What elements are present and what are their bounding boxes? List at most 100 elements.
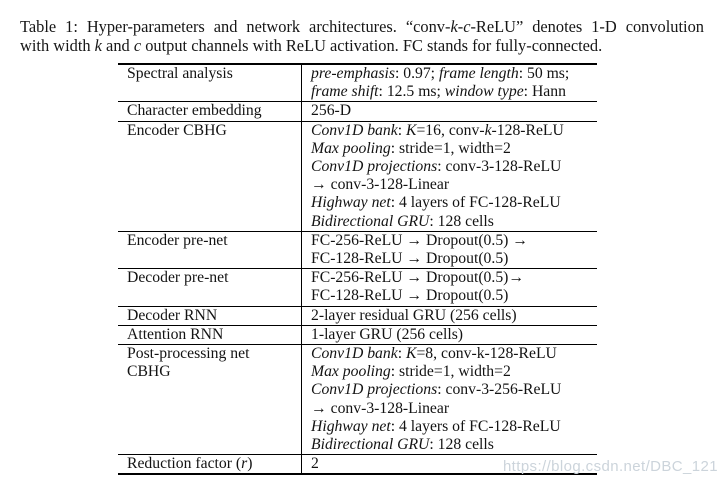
italic-text: c <box>133 36 142 55</box>
value-line: FC-128-ReLU → Dropout(0.5) <box>311 250 593 268</box>
text-segment: : <box>397 345 406 363</box>
italic-text: Highway net <box>311 194 391 212</box>
text-segment: : 50 ms; <box>518 65 570 82</box>
param-line: Attention RNN <box>127 326 297 344</box>
text-segment: FC-256-ReLU → Dropout(0.5) → <box>311 231 528 249</box>
text-segment: =16, conv- <box>416 121 485 139</box>
param-cell: Reduction factor (r) <box>118 454 302 475</box>
param-line: Decoder pre-net <box>127 269 297 287</box>
text-segment: -128-ReLU <box>491 121 564 139</box>
text-segment: : conv-3-256-ReLU <box>437 381 562 399</box>
italic-text: K <box>405 121 417 139</box>
param-cell: Spectral analysis <box>118 63 302 102</box>
text-segment: Table 1: Hyper-parameters and network ar… <box>20 17 451 36</box>
value-line: Bidirectional GRU: 128 cells <box>311 436 593 454</box>
text-segment: : 4 layers of FC-128-ReLU <box>390 194 561 212</box>
italic-text: Conv1D projections <box>311 158 438 176</box>
text-segment: with width <box>20 36 95 55</box>
text-segment: : 12.5 ms; <box>378 83 445 101</box>
text-segment: : conv-3-128-ReLU <box>437 158 562 176</box>
text-segment: FC-128-ReLU → Dropout(0.5) <box>311 250 509 268</box>
value-line: Max pooling: stride=1, width=2 <box>311 140 593 158</box>
value-cell: 1-layer GRU (256 cells) <box>301 324 597 345</box>
value-line: FC-128-ReLU → Dropout(0.5) <box>311 287 593 305</box>
table-row: Decoder RNN 2-layer residual GRU (256 cel… <box>118 305 597 326</box>
value-line: → conv-3-128-Linear <box>311 400 593 418</box>
text-segment: FC-128-ReLU → Dropout(0.5) <box>311 287 509 305</box>
value-line: Conv1D bank: K=16, conv-k-128-ReLU <box>311 122 593 140</box>
text-segment: Post-processing net <box>127 345 250 363</box>
text-segment: - <box>457 17 464 36</box>
italic-text: Conv1D bank <box>311 345 398 363</box>
value-cell: 2-layer residual GRU (256 cells) <box>301 305 597 326</box>
hyperparams-table: Spectral analysis pre-emphasis: 0.97; fra… <box>118 63 597 476</box>
text-segment: CBHG <box>127 363 171 381</box>
text-segment: : Hann <box>523 83 566 101</box>
text-segment: : <box>397 121 406 139</box>
param-cell: Encoder pre-net <box>118 230 302 269</box>
italic-text: frame shift <box>311 83 379 101</box>
text-segment: → conv-3-128-Linear <box>311 176 450 194</box>
param-cell: Attention RNN <box>118 324 302 345</box>
value-cell: FC-256-ReLU → Dropout(0.5) →FC-128-ReLU … <box>301 230 597 269</box>
italic-text: pre-emphasis <box>311 65 395 82</box>
table-caption: Table 1: Hyper-parameters and network ar… <box>20 17 704 55</box>
italic-text: Conv1D bank <box>311 121 398 139</box>
italic-text: window type <box>444 83 524 101</box>
italic-text: k <box>484 121 492 139</box>
value-line: frame shift: 12.5 ms; window type: Hann <box>311 83 593 101</box>
text-segment: : stride=1, width=2 <box>390 139 511 157</box>
table-caption-line-2: with width k and c output channels with … <box>20 36 704 55</box>
text-segment: → conv-3-128-Linear <box>311 399 450 417</box>
table-row: Encoder CBHG Conv1D bank: K=16, conv-k-12… <box>118 120 597 232</box>
text-segment: FC-256-ReLU → Dropout(0.5)→ <box>311 269 525 287</box>
value-line: 2-layer residual GRU (256 cells) <box>311 307 593 325</box>
value-line: 256-D <box>311 102 593 120</box>
text-segment: 256-D <box>311 102 352 120</box>
text-segment: Spectral analysis <box>127 65 233 82</box>
param-line: Encoder pre-net <box>127 232 297 250</box>
watermark-text: https://blog.csdn.net/DBC_121 <box>502 458 718 475</box>
italic-text: Conv1D projections <box>311 381 438 399</box>
table-row: Encoder pre-net FC-256-ReLU → Dropout(0.5… <box>118 230 597 269</box>
text-segment: : 128 cells <box>429 212 494 230</box>
text-segment: 1-layer GRU (256 cells) <box>311 325 464 343</box>
text-segment: 2 <box>311 455 319 473</box>
value-line: Conv1D projections: conv-3-256-ReLU <box>311 381 593 399</box>
text-segment: Encoder CBHG <box>127 121 227 139</box>
param-line: Character embedding <box>127 102 297 120</box>
text-segment: =8, conv-k-128-ReLU <box>416 345 557 363</box>
value-line: Highway net: 4 layers of FC-128-ReLU <box>311 194 593 212</box>
text-segment: : stride=1, width=2 <box>390 363 511 381</box>
value-cell: pre-emphasis: 0.97; frame length: 50 ms;… <box>301 63 597 102</box>
text-segment: Reduction factor ( <box>127 455 242 473</box>
italic-text: c <box>463 17 471 36</box>
table-row: Character embedding 256-D <box>118 101 597 122</box>
italic-text: k <box>94 36 102 55</box>
value-cell: FC-256-ReLU → Dropout(0.5)→FC-128-ReLU →… <box>301 268 597 307</box>
text-segment: Attention RNN <box>127 325 224 343</box>
text-segment: -ReLU” denotes 1-D convolution <box>470 17 704 36</box>
text-segment: Decoder RNN <box>127 306 218 324</box>
value-line: Conv1D projections: conv-3-128-ReLU <box>311 158 593 176</box>
param-line: Spectral analysis <box>127 65 297 83</box>
hyperparams-table-body: Spectral analysis pre-emphasis: 0.97; fra… <box>118 63 597 475</box>
value-line: Highway net: 4 layers of FC-128-ReLU <box>311 418 593 436</box>
text-segment: : 4 layers of FC-128-ReLU <box>390 417 561 435</box>
param-cell: Encoder CBHG <box>118 120 302 232</box>
italic-text: K <box>405 345 417 363</box>
param-line: Decoder RNN <box>127 307 297 325</box>
italic-text: r <box>241 455 248 473</box>
italic-text: k <box>450 17 458 36</box>
text-segment: Encoder pre-net <box>127 231 228 249</box>
value-line: → conv-3-128-Linear <box>311 176 593 194</box>
text-segment: output channels with ReLU activation. FC… <box>141 36 603 55</box>
italic-text: Max pooling <box>311 363 391 381</box>
value-cell: Conv1D bank: K=8, conv-k-128-ReLU Max poo… <box>301 344 597 455</box>
text-segment: : 0.97; <box>394 65 439 82</box>
italic-text: Max pooling <box>311 139 391 157</box>
